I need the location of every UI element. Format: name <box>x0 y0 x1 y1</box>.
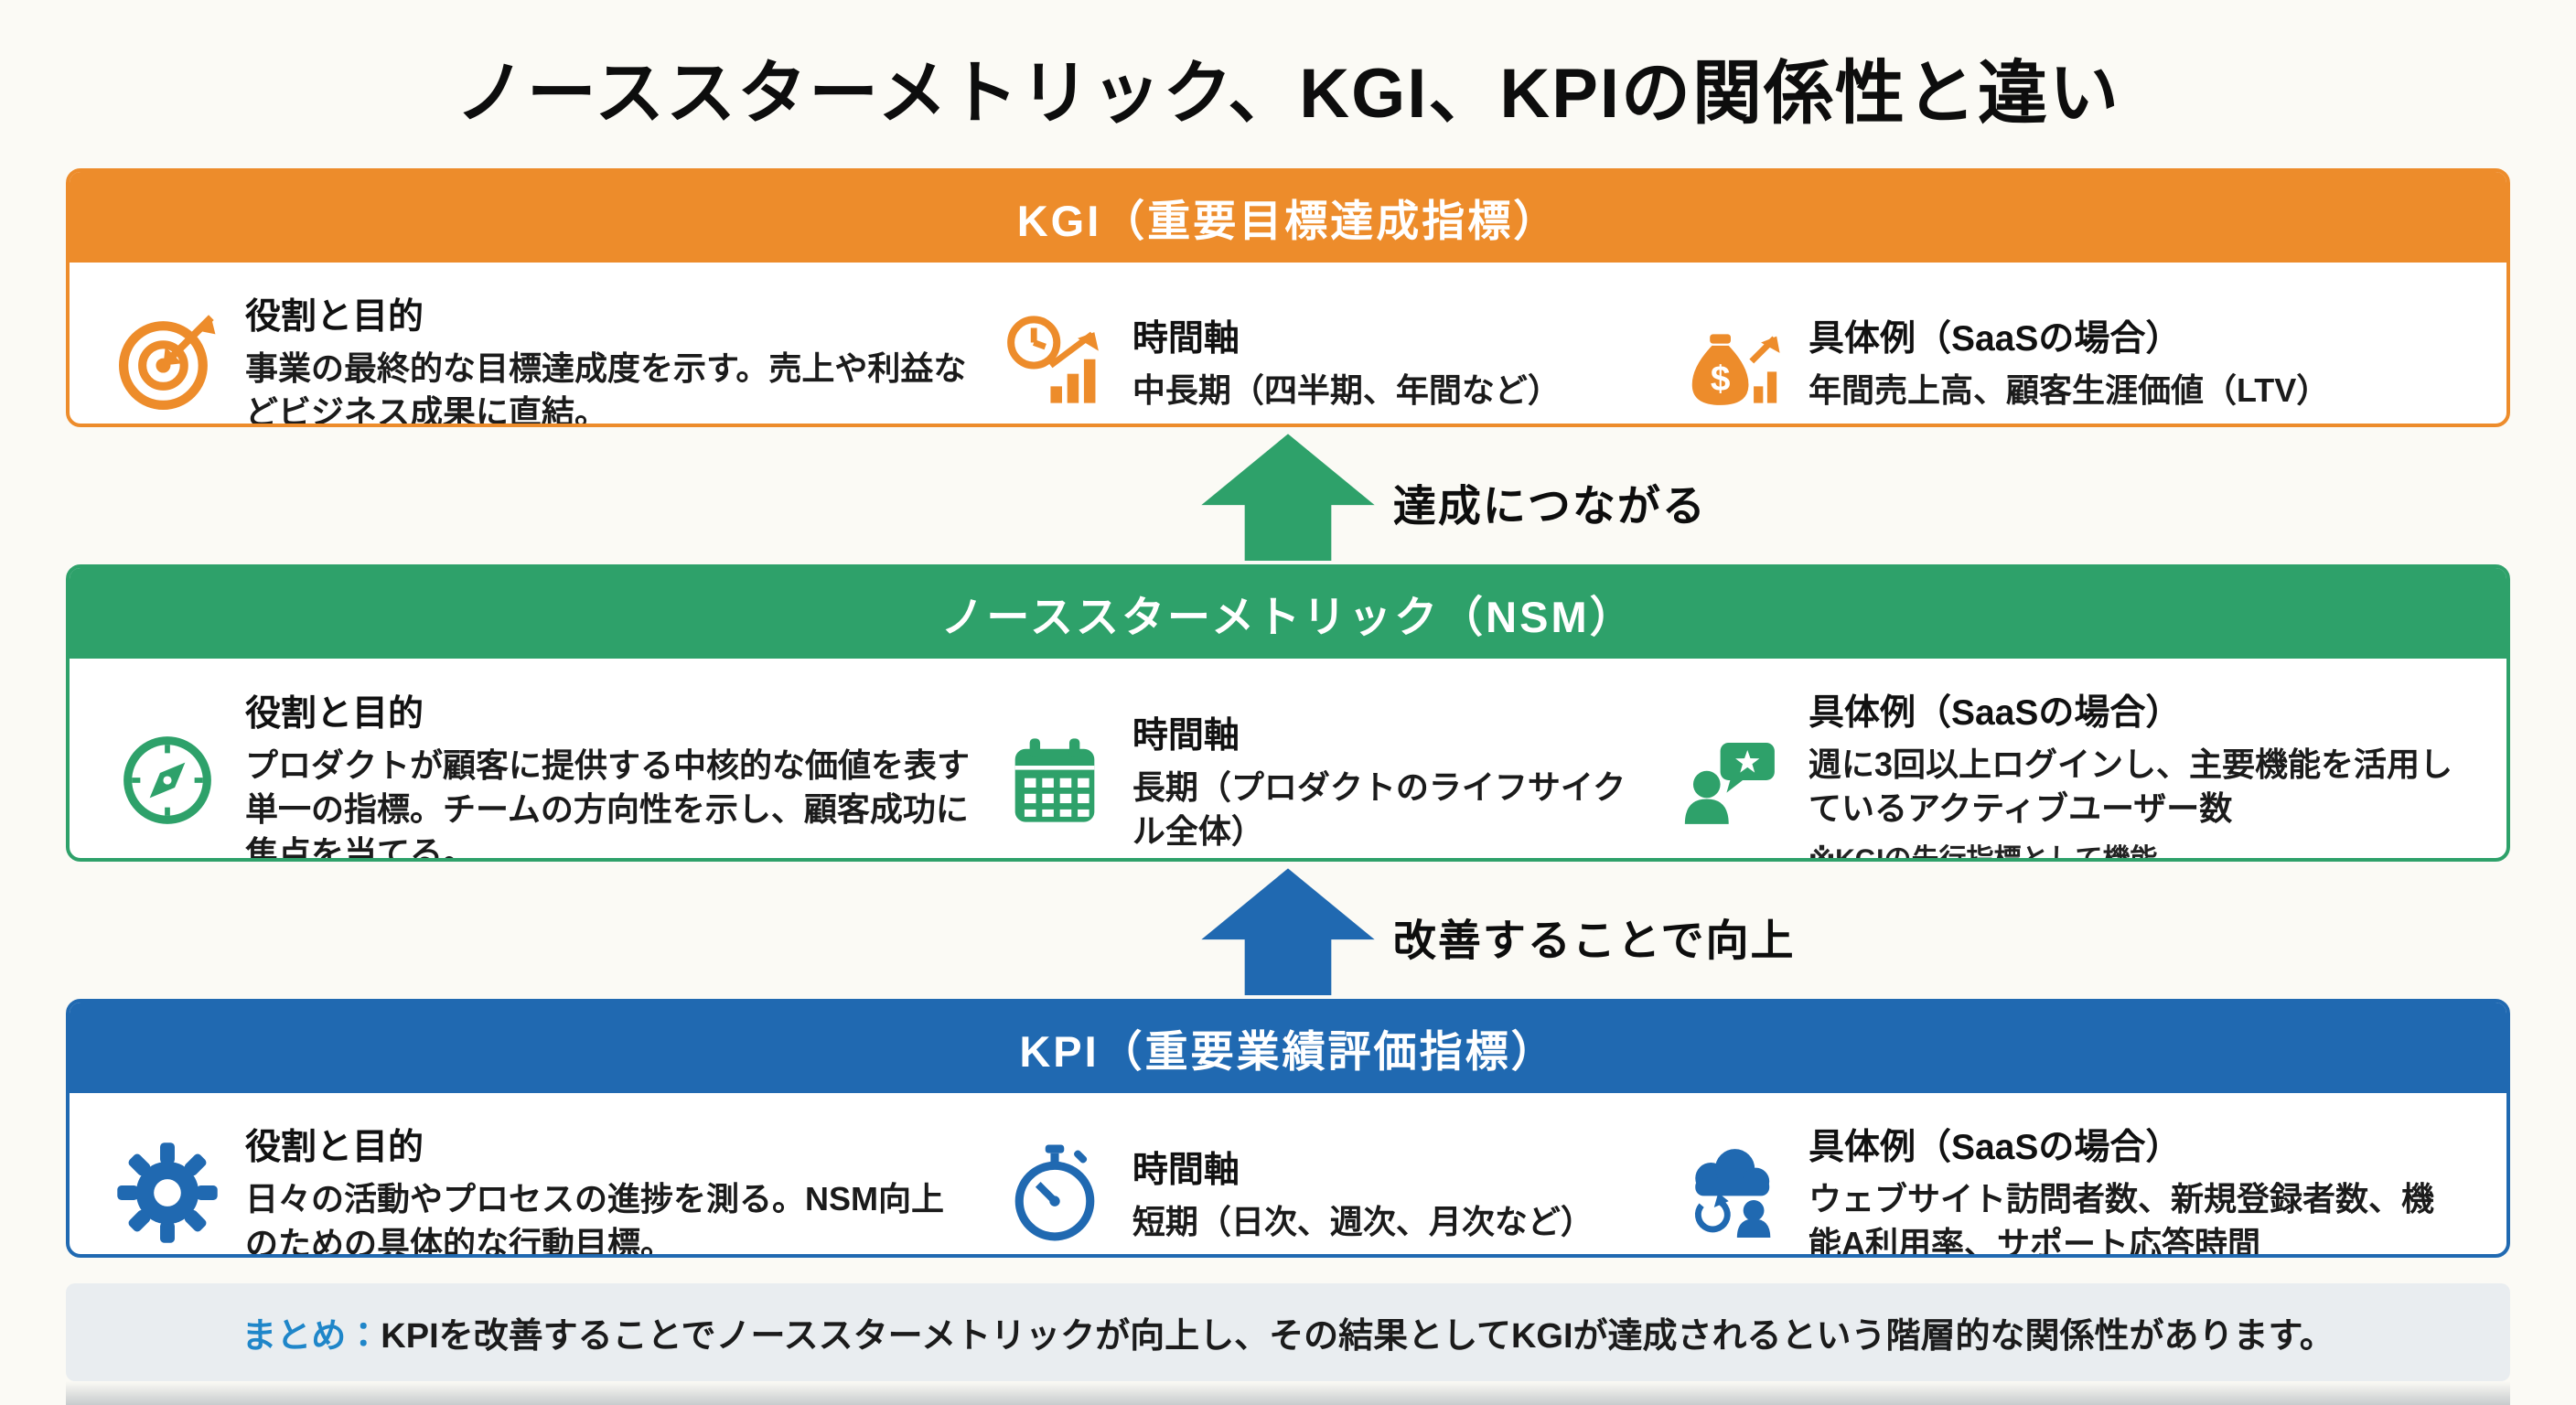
nsm-to-kgi-arrow-row: 達成につながる <box>66 427 2510 564</box>
gear-icon <box>117 1142 218 1243</box>
money-bag-icon: $ <box>1691 334 1780 406</box>
kpi-role-column: 役割と目的 日々の活動やプロセスの進捗を測る。NSM向上のための具体的な行動目標… <box>115 1119 971 1259</box>
nsm-role-text: プロダクトが顧客に提供する中核的な価値を表す単一の指標。チームの方向性を示し、顧… <box>245 745 971 863</box>
stopwatch-icon <box>1014 1144 1095 1241</box>
money-bag-icon: $ <box>1679 309 1783 413</box>
nsm-role-heading: 役割と目的 <box>245 693 424 734</box>
nsm-body: 役割と目的 プロダクトが顧客に提供する中核的な価値を表す単一の指標。チームの方向… <box>70 659 2506 863</box>
kgi-time-text: 中長期（四半期、年間など） <box>1132 371 1561 410</box>
user-star-icon <box>1679 728 1783 832</box>
summary-bar: まとめ：KPIを改善することでノーススターメトリックが向上し、その結果としてKG… <box>66 1283 2510 1382</box>
kpi-body: 役割と目的 日々の活動やプロセスの進捗を測る。NSM向上のための具体的な行動目標… <box>70 1093 2506 1259</box>
kgi-section: KGI（重要目標達成指標） 役割と目的 事業の最終的な目標達成度を示す。 <box>66 168 2510 427</box>
kpi-example-heading: 具体例（SaaSの場合） <box>1808 1128 2182 1168</box>
cloud-users-icon <box>1694 1148 1771 1238</box>
nsm-time-column: 時間軸 長期（プロダクトのライフサイクル全体） <box>1003 707 1648 853</box>
kpi-time-column: 時間軸 短期（日次、週次、月次など） <box>1003 1141 1648 1245</box>
kpi-to-nsm-arrow-row: 改善することで向上 <box>66 862 2510 999</box>
cloud-users-icon <box>1679 1141 1783 1245</box>
kpi-example-column: 具体例（SaaSの場合） ウェブサイト訪問者数、新規登録者数、機能A利用率、サポ… <box>1679 1119 2461 1259</box>
nsm-time-text: 長期（プロダクトのライフサイクル全体） <box>1132 767 1626 850</box>
clock-chart-icon <box>1003 309 1107 413</box>
kpi-header-label: KPI（重要業績評価指標） <box>1019 1027 1557 1077</box>
up-arrow-icon <box>1201 868 1375 996</box>
compass-icon <box>115 728 220 832</box>
kpi-role-text: 日々の活動やプロセスの進捗を測る。NSM向上のための具体的な行動目標。 <box>245 1180 944 1259</box>
nsm-time-heading: 時間軸 <box>1132 715 1240 756</box>
nsm-example-text: 週に3回以上ログインし、主要機能を活用しているアクティブユーザー数 <box>1808 745 2453 827</box>
kpi-to-nsm-arrow-label: 改善することで向上 <box>1392 916 1796 965</box>
kgi-time-heading: 時間軸 <box>1132 319 1240 359</box>
kgi-role-heading: 役割と目的 <box>245 297 424 337</box>
kgi-body: 役割と目的 事業の最終的な目標達成度を示す。売上や利益などビジネス成果に直結。 <box>70 263 2506 427</box>
kpi-time-heading: 時間軸 <box>1132 1150 1240 1190</box>
kgi-example-text: 年間売上高、顧客生涯価値（LTV） <box>1808 371 2330 410</box>
up-arrow-icon <box>1201 434 1375 561</box>
stopwatch-icon <box>1003 1141 1107 1245</box>
kgi-header-bar: KGI（重要目標達成指標） <box>70 172 2506 263</box>
kgi-role-column: 役割と目的 事業の最終的な目標達成度を示す。売上や利益などビジネス成果に直結。 <box>115 288 971 427</box>
nsm-role-column: 役割と目的 プロダクトが顧客に提供する中核的な価値を表す単一の指標。チームの方向… <box>115 685 971 863</box>
bottom-edge-shadow <box>66 1381 2510 1405</box>
nsm-header-bar: ノーススターメトリック（NSM） <box>70 567 2506 659</box>
nsm-example-note: ※KGIの先行指標として機能 <box>1808 844 2158 863</box>
kpi-role-heading: 役割と目的 <box>245 1128 424 1168</box>
summary-text: KPIを改善することでノーススターメトリックが向上し、その結果としてKGIが達成… <box>381 1317 2334 1357</box>
target-icon <box>115 309 220 413</box>
kpi-time-text: 短期（日次、週次、月次など） <box>1132 1202 1594 1240</box>
kpi-example-text: ウェブサイト訪問者数、新規登録者数、機能A利用率、サポート応答時間 <box>1808 1180 2434 1259</box>
nsm-to-kgi-arrow-label: 達成につながる <box>1392 481 1707 531</box>
calendar-icon <box>1014 738 1095 822</box>
kpi-section: KPI（重要業績評価指標） <box>66 999 2510 1259</box>
kgi-time-column: 時間軸 中長期（四半期、年間など） <box>1003 309 1648 413</box>
target-icon <box>118 315 216 411</box>
user-star-icon <box>1684 742 1775 824</box>
gear-icon <box>115 1141 220 1245</box>
nsm-section: ノーススターメトリック（NSM） 役割と目的 <box>66 563 2510 863</box>
clock-chart-icon <box>1006 316 1099 403</box>
calendar-icon <box>1003 728 1107 832</box>
summary-prefix: まとめ： <box>242 1317 381 1357</box>
nsm-example-column: 具体例（SaaSの場合） 週に3回以上ログインし、主要機能を活用しているアクティ… <box>1679 684 2461 863</box>
compass-icon <box>123 736 211 824</box>
kgi-example-heading: 具体例（SaaSの場合） <box>1808 319 2182 359</box>
kgi-header-label: KGI（重要目標達成指標） <box>1016 197 1560 245</box>
kgi-example-column: $ 具体例（SaaSの場合） 年間売上高、顧客生涯価値（LTV） <box>1679 309 2461 413</box>
nsm-example-heading: 具体例（SaaSの場合） <box>1808 692 2182 733</box>
kpi-header-bar: KPI（重要業績評価指標） <box>70 1003 2506 1094</box>
kgi-role-text: 事業の最終的な目標達成度を示す。売上や利益などビジネス成果に直結。 <box>245 349 967 427</box>
page-title: ノーススターメトリック、KGI、KPIの関係性と違い <box>455 55 2121 133</box>
svg-text:$: $ <box>1711 359 1731 399</box>
nsm-header-label: ノーススターメトリック（NSM） <box>940 592 1636 641</box>
